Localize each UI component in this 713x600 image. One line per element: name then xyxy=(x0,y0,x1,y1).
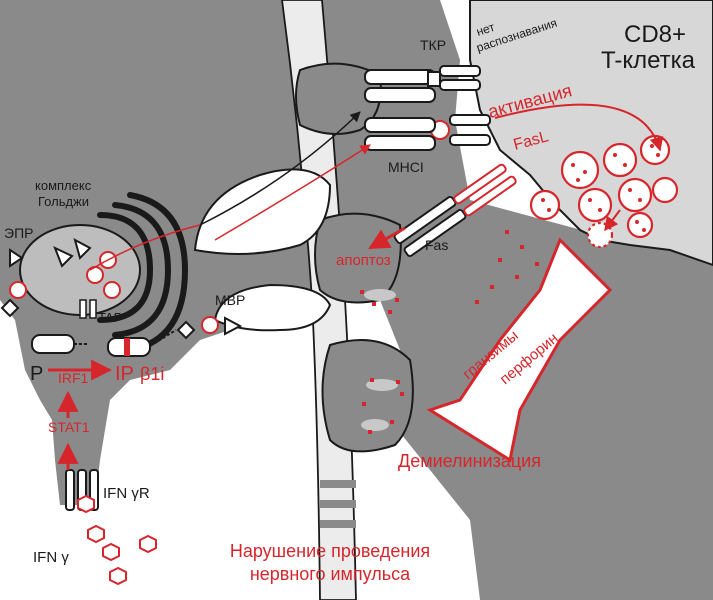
tcr-mhc-complex-recognized xyxy=(364,114,491,151)
mhci-label: MHCI xyxy=(388,159,424,175)
golgi-to-surface-path xyxy=(89,224,201,271)
tap-label: TAP xyxy=(98,310,122,325)
golgi-label-line1: комплекс xyxy=(35,178,92,193)
impulse-label-line1: Нарушение проведения xyxy=(230,541,430,561)
peptide-shapes xyxy=(0,238,243,340)
apoptosis-arrow xyxy=(368,226,406,250)
tap-transporter xyxy=(79,299,97,319)
impulse-label-line2: нервного импульса xyxy=(250,564,411,584)
golgi-label-line2: Гольджи xyxy=(38,194,89,209)
peptide-transport-arrow-red xyxy=(214,144,371,241)
activation-arrow xyxy=(494,103,664,152)
mbp-label: MBP xyxy=(215,292,245,308)
ifn-gamma-molecules xyxy=(77,494,157,586)
axon-segment xyxy=(320,480,356,488)
cd8-t-cell xyxy=(469,0,713,267)
golgi-stack xyxy=(97,192,189,353)
cd8-label-line2: T-клетка xyxy=(601,47,696,74)
stat1-label: STAT1 xyxy=(48,419,90,435)
proteasome-p xyxy=(31,334,88,354)
fas-label: Fas xyxy=(425,237,448,253)
demyelination-label: Демиелинизация xyxy=(398,451,541,471)
no-recognition-line1: нет xyxy=(475,20,497,39)
peptide-transport-arrow xyxy=(199,111,361,226)
ifn-gamma-r-label: IFN γR xyxy=(103,485,150,502)
ip-label: IP xyxy=(115,363,134,385)
immunoproteasome-ip xyxy=(107,329,177,357)
er-label: ЭПР xyxy=(4,225,33,241)
beta1i-label: β1i xyxy=(140,364,164,384)
granzyme-perforin-arrow xyxy=(426,237,613,463)
granule-exocytosis-arrow xyxy=(604,209,621,232)
p-label: P xyxy=(30,363,43,385)
peptide-vesicles xyxy=(9,120,450,334)
irf1-label: IRF1 xyxy=(58,370,89,386)
ifn-gamma-label: IFN γ xyxy=(33,549,69,566)
cytotoxic-granules xyxy=(529,134,679,249)
cd8-label-line1: CD8+ xyxy=(624,21,686,48)
apoptosis-label: апоптоз xyxy=(336,252,391,269)
tcr-mhc-complex-unrecognized xyxy=(364,65,481,103)
myelin-lesion xyxy=(364,289,396,301)
axon-segment xyxy=(320,520,356,528)
myelin-lesion xyxy=(361,419,389,431)
tcr-label: ТКР xyxy=(420,37,446,53)
axon-segment xyxy=(320,500,356,508)
fas-fasl-complex xyxy=(393,163,517,257)
cell-process-loop-lower xyxy=(213,283,332,332)
myelin-wrap-lower xyxy=(321,339,414,453)
